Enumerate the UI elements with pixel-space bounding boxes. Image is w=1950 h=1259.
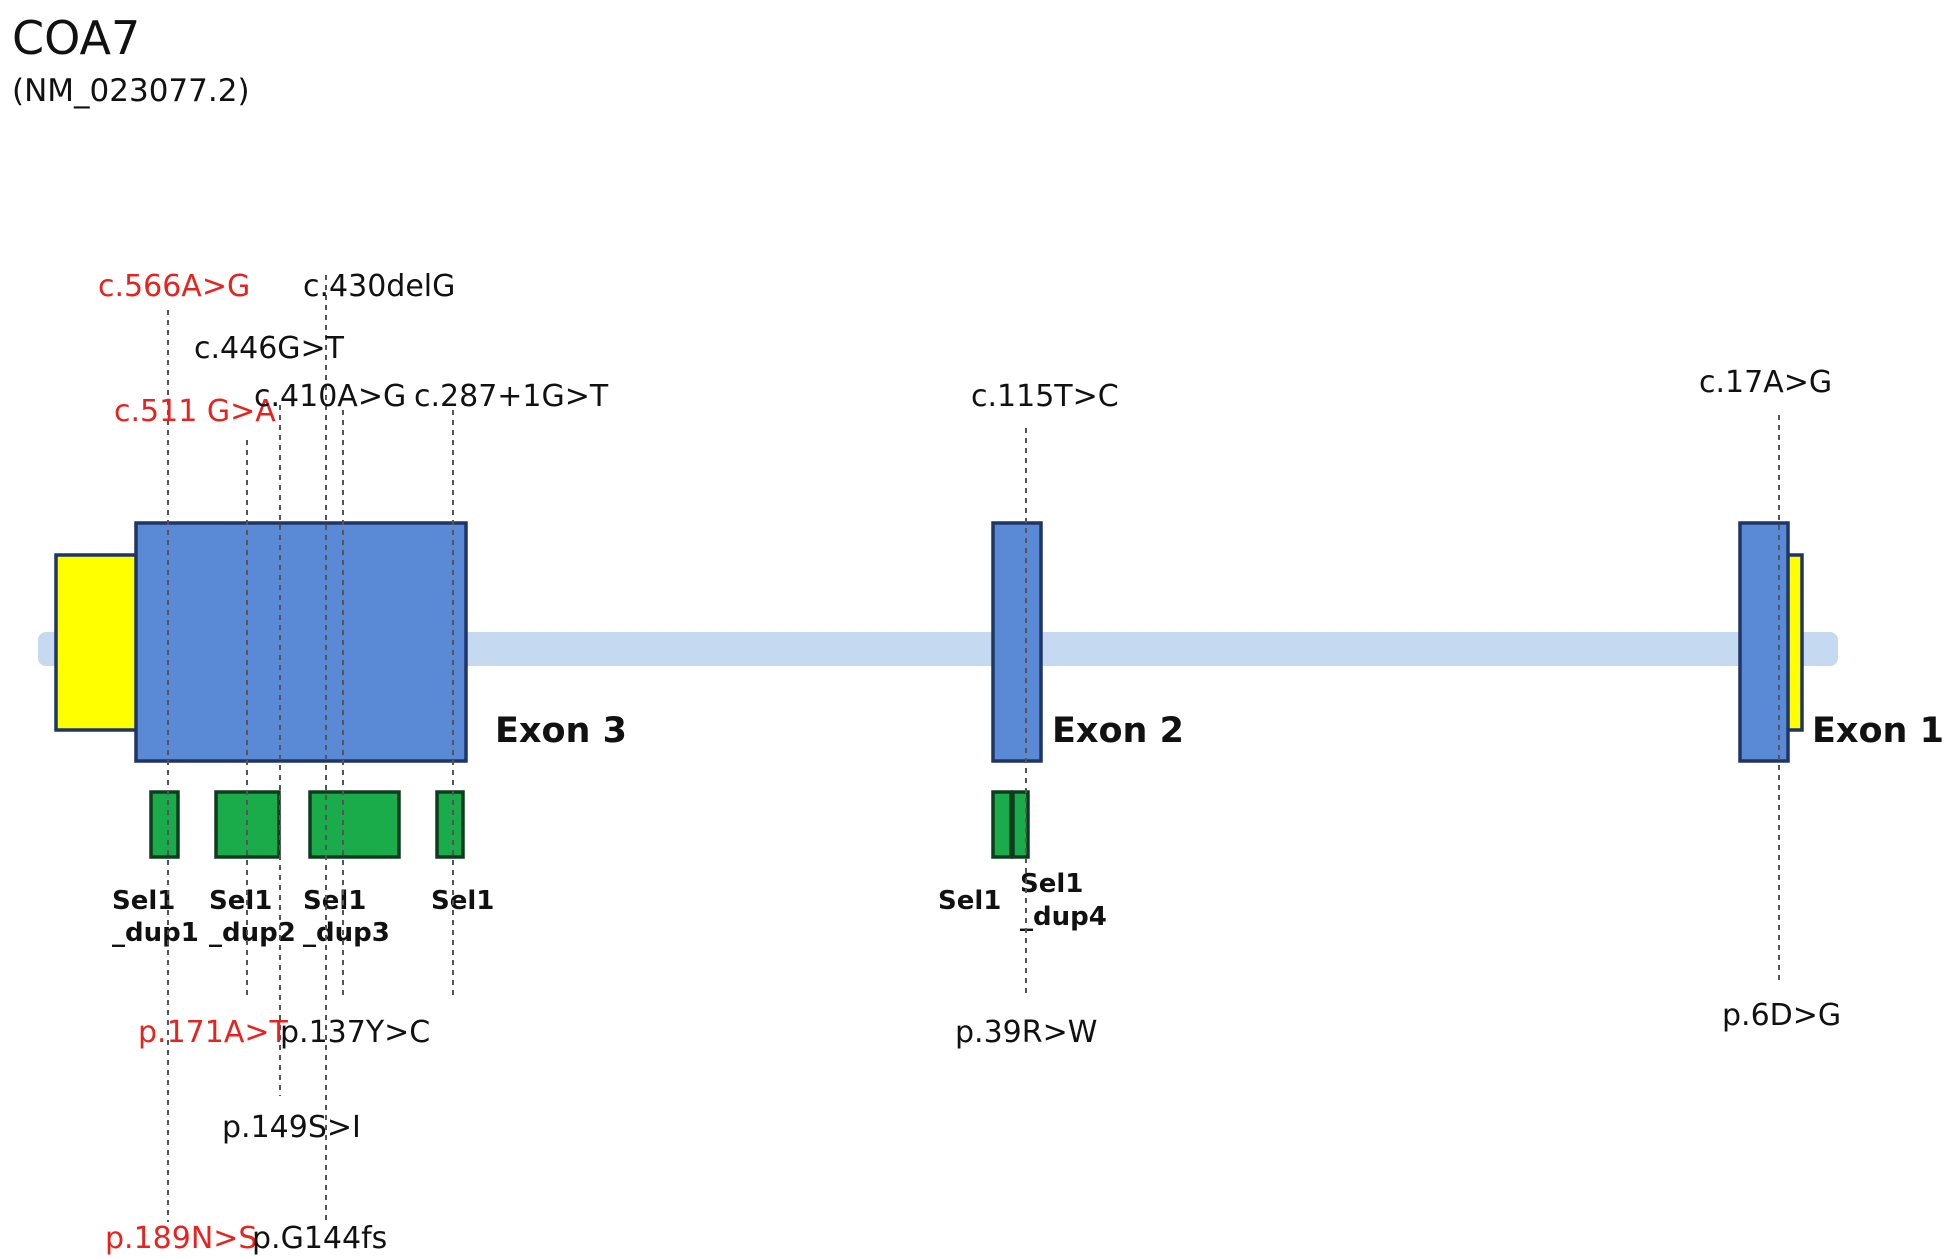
gene-title: COA7: [12, 11, 140, 65]
utr-3prime: [54, 553, 140, 732]
domain-sel1: [435, 790, 465, 859]
cdna-variant-label: c.511 G>A: [114, 394, 276, 429]
exon-3-box: [134, 521, 468, 763]
cdna-variant-label: c.115T>C: [971, 379, 1119, 414]
domain-sel1-exon2: [991, 790, 1013, 859]
cdna-variant-label: c.17A>G: [1699, 365, 1832, 400]
domain-label: Sel1: [112, 886, 175, 916]
exon-1-box: [1738, 521, 1790, 763]
exon-3-label: Exon 3: [495, 711, 627, 751]
domain-label: _dup3: [303, 918, 390, 948]
cdna-variant-label: c.287+1G>T: [414, 379, 609, 414]
intron-backbone: [38, 632, 1838, 666]
domain-sel1-dup3: [308, 790, 401, 859]
domain-label: Sel1: [431, 886, 494, 916]
domain-label: Sel1: [209, 886, 272, 916]
domain-sel1-dup4: [1011, 790, 1030, 859]
domain-label: Sel1: [303, 886, 366, 916]
transcript-id: (NM_023077.2): [12, 73, 250, 109]
protein-variant-label: p.G144fs: [252, 1221, 387, 1256]
domain-sel1-dup1: [149, 790, 180, 859]
domain-label: _dup2: [209, 918, 296, 948]
cdna-variant-label: c.446G>T: [194, 331, 345, 366]
cdna-variant-label: c.410A>G: [254, 379, 406, 414]
protein-variant-label: p.137Y>C: [280, 1015, 430, 1050]
protein-variant-label: p.6D>G: [1722, 998, 1841, 1033]
protein-variant-label: p.171A>T: [138, 1015, 288, 1050]
domain-label: _dup4: [1020, 902, 1107, 932]
domain-label: Sel1: [938, 886, 1001, 916]
exon-2-label: Exon 2: [1052, 711, 1184, 751]
domain-label: _dup1: [112, 918, 199, 948]
protein-variant-label: p.39R>W: [955, 1015, 1097, 1050]
protein-variant-label: p.149S>I: [222, 1110, 361, 1145]
exon-2-box: [991, 521, 1043, 763]
domain-label: Sel1: [1020, 869, 1083, 899]
cdna-variant-label: c.566A>G: [98, 269, 250, 304]
cdna-variant-label: c.430delG: [303, 269, 455, 304]
exon-1-label: Exon 1: [1812, 711, 1944, 751]
protein-variant-label: p.189N>S: [105, 1221, 257, 1256]
